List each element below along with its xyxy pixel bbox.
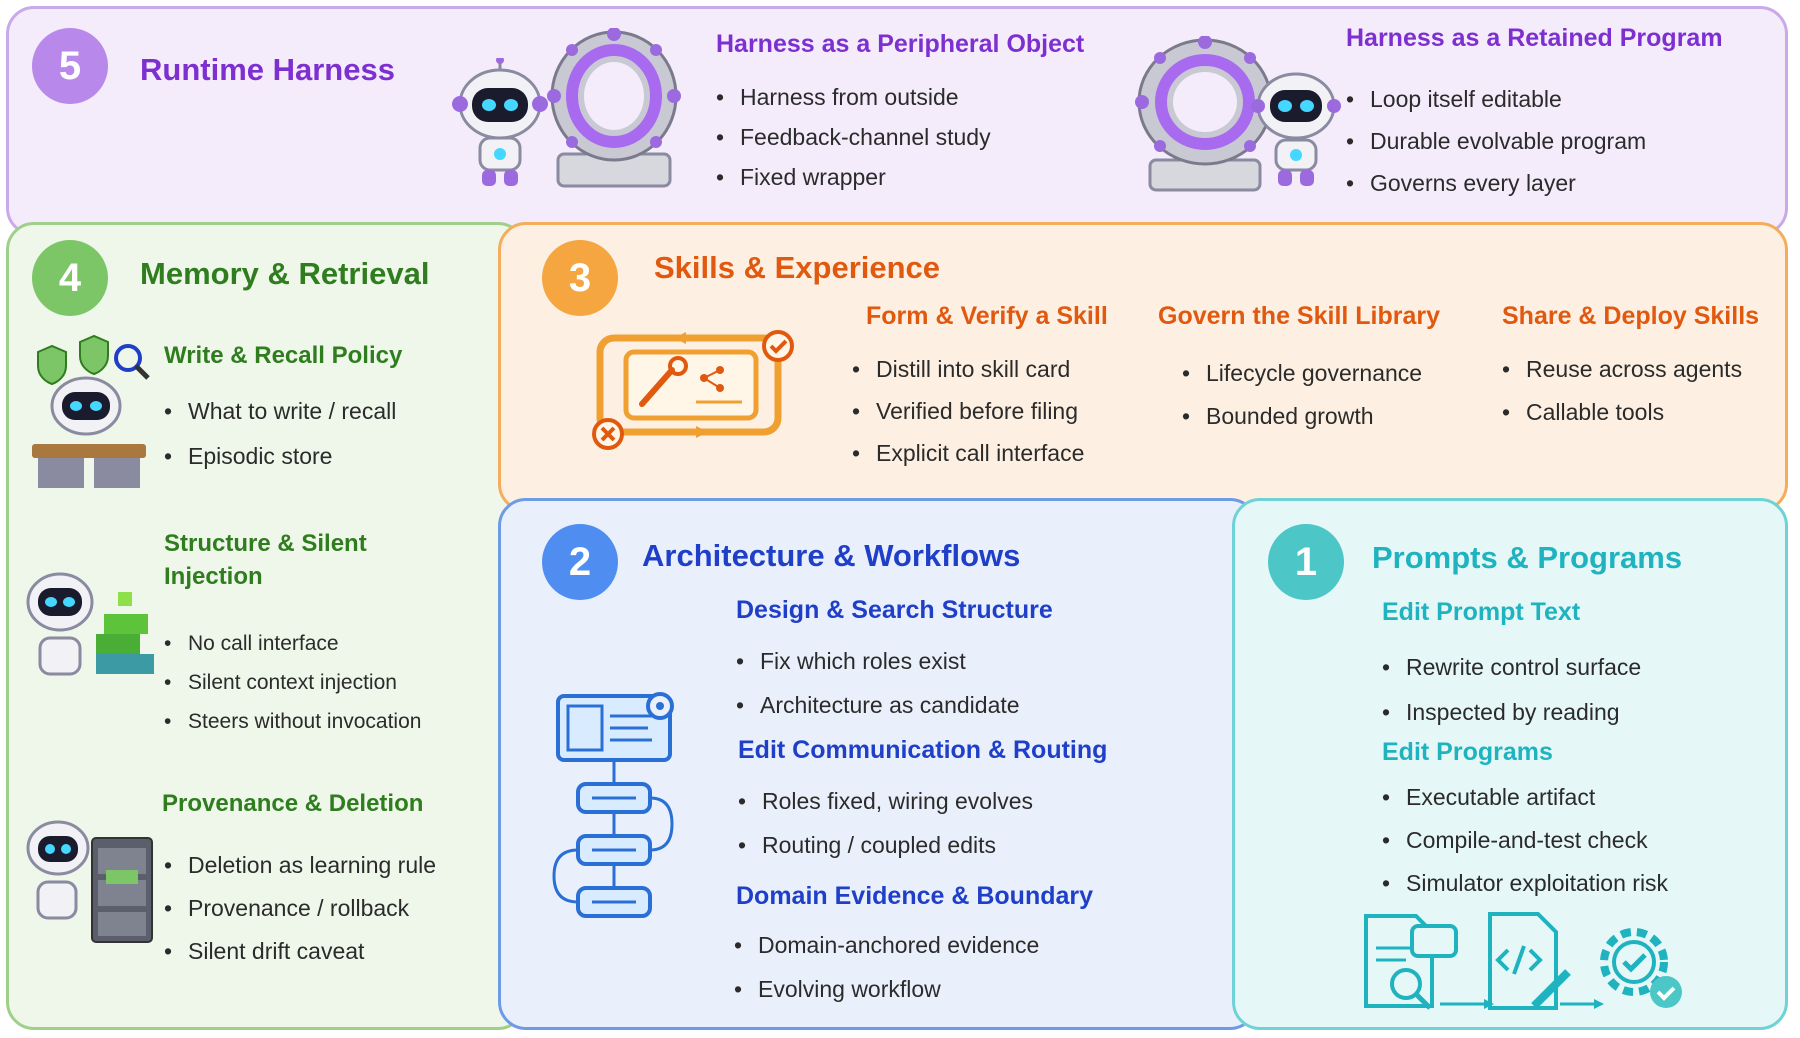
edit-comm-bullets: Roles fixed, wiring evolves Routing / co…: [738, 788, 1033, 859]
edit-comm-title: Edit Communication & Routing: [738, 736, 1108, 764]
layer4-title: Memory & Retrieval: [140, 256, 430, 291]
list-item: Reuse across agents: [1502, 356, 1742, 383]
list-item: Fixed wrapper: [716, 164, 991, 191]
robot-blocks-icon: [26, 572, 154, 676]
design-search-bullets: Fix which roles exist Architecture as ca…: [736, 648, 1020, 719]
list-item: Verified before filing: [852, 398, 1084, 425]
list-item: Durable evolvable program: [1346, 128, 1646, 155]
list-item: Explicit call interface: [852, 440, 1084, 467]
list-item: Architecture as candidate: [736, 692, 1020, 719]
robot-icon: [1251, 72, 1341, 186]
layer1-title: Prompts & Programs: [1372, 540, 1683, 575]
list-item: Feedback-channel study: [716, 124, 991, 151]
list-item: Governs every layer: [1346, 170, 1646, 197]
list-item: Episodic store: [164, 443, 396, 470]
workflow-icon: [552, 692, 674, 918]
edit-programs-title: Edit Programs: [1382, 738, 1553, 766]
list-item: Simulator exploitation risk: [1382, 870, 1668, 897]
robot-icon: [452, 58, 548, 186]
skill-loop-icon: [592, 330, 794, 450]
list-item: Callable tools: [1502, 399, 1742, 426]
list-item: Domain-anchored evidence: [734, 932, 1039, 959]
document-search-icon: [1364, 914, 1458, 1010]
provenance-title: Provenance & Deletion: [162, 790, 424, 817]
list-item: Distill into skill card: [852, 356, 1084, 383]
peripheral-bullets: Harness from outside Feedback-channel st…: [716, 84, 991, 191]
govern-skill-bullets: Lifecycle governance Bounded growth: [1182, 360, 1422, 430]
structure-bullets: No call interface Silent context injecti…: [164, 632, 421, 734]
peripheral-title: Harness as a Peripheral Object: [716, 30, 1085, 58]
retained-title: Harness as a Retained Program: [1346, 24, 1723, 52]
list-item: Deletion as learning rule: [164, 852, 436, 879]
form-skill-bullets: Distill into skill card Verified before …: [852, 356, 1084, 467]
layer4-number-badge: 4: [32, 240, 108, 316]
govern-skill-title: Govern the Skill Library: [1158, 302, 1441, 330]
arrow-connector-icon: [1440, 999, 1604, 1009]
design-search-title: Design & Search Structure: [736, 596, 1053, 624]
list-item: Loop itself editable: [1346, 86, 1646, 113]
share-skill-bullets: Reuse across agents Callable tools: [1502, 356, 1742, 426]
gear-check-icon: [1600, 928, 1682, 1008]
write-recall-title: Write & Recall Policy: [164, 342, 403, 369]
structure-title-line1: Structure & Silent: [164, 530, 367, 557]
share-skill-title: Share & Deploy Skills: [1502, 302, 1760, 330]
write-recall-bullets: What to write / recall Episodic store: [164, 398, 396, 470]
list-item: Compile-and-test check: [1382, 827, 1668, 854]
edit-programs-bullets: Executable artifact Compile-and-test che…: [1382, 784, 1668, 897]
domain-evidence-bullets: Domain-anchored evidence Evolving workfl…: [734, 932, 1039, 1003]
list-item: Lifecycle governance: [1182, 360, 1422, 387]
list-item: Rewrite control surface: [1382, 654, 1641, 681]
list-item: Silent drift caveat: [164, 938, 436, 965]
list-item: Evolving workflow: [734, 976, 1039, 1003]
structure-title-line2: Injection: [164, 563, 263, 590]
retained-bullets: Loop itself editable Durable evolvable p…: [1346, 86, 1646, 197]
list-item: Bounded growth: [1182, 403, 1422, 430]
layer1-number-badge: 1: [1268, 524, 1344, 600]
list-item: What to write / recall: [164, 398, 396, 425]
layer5-title: Runtime Harness: [140, 52, 395, 87]
edit-prompt-title: Edit Prompt Text: [1382, 598, 1581, 626]
form-skill-title: Form & Verify a Skill: [866, 302, 1108, 330]
list-item: Steers without invocation: [164, 710, 421, 734]
list-item: Executable artifact: [1382, 784, 1668, 811]
list-item: Harness from outside: [716, 84, 991, 111]
code-file-icon: [1488, 912, 1571, 1010]
domain-evidence-title: Domain Evidence & Boundary: [736, 882, 1094, 910]
layer5-number-badge: 5: [32, 28, 108, 104]
layer2-title: Architecture & Workflows: [642, 538, 1021, 573]
list-item: Roles fixed, wiring evolves: [738, 788, 1033, 815]
list-item: Provenance / rollback: [164, 895, 436, 922]
edit-prompt-bullets: Rewrite control surface Inspected by rea…: [1382, 654, 1641, 726]
robot-cabinet-icon: [26, 820, 153, 943]
list-item: Silent context injection: [164, 671, 421, 695]
layer3-number-badge: 3: [542, 240, 618, 316]
layer5-panel: [6, 6, 1788, 236]
portal-ring-icon: [547, 28, 681, 188]
robot-desk-icon: [32, 334, 150, 488]
portal-ring-icon: [1135, 36, 1275, 192]
list-item: Fix which roles exist: [736, 648, 1020, 675]
list-item: Inspected by reading: [1382, 699, 1641, 726]
layer3-title: Skills & Experience: [654, 250, 941, 285]
list-item: No call interface: [164, 632, 421, 656]
layer2-number-badge: 2: [542, 524, 618, 600]
list-item: Routing / coupled edits: [738, 832, 1033, 859]
provenance-bullets: Deletion as learning rule Provenance / r…: [164, 852, 436, 965]
